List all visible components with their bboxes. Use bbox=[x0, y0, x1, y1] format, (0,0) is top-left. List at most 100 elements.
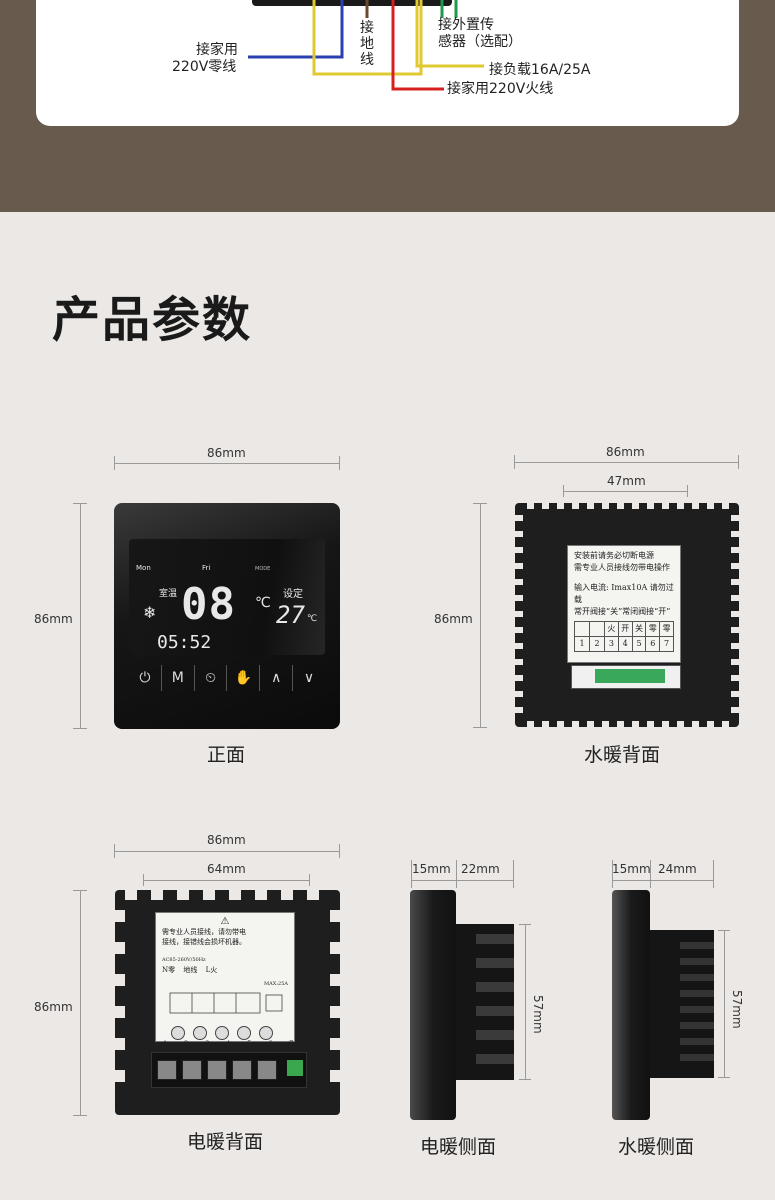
terminal-name: 零 bbox=[645, 621, 661, 637]
terminal-number: 4 bbox=[226, 1040, 231, 1048]
vent-slot bbox=[647, 503, 654, 509]
screw-icon bbox=[193, 1026, 207, 1040]
vent-slot bbox=[707, 503, 714, 509]
electric-side-caption: 电暖侧面 bbox=[420, 1136, 497, 1158]
electric-back-inner-tick-right bbox=[309, 874, 310, 886]
vent-slot bbox=[731, 627, 739, 633]
water-side-height-tick-top bbox=[718, 930, 730, 931]
electric-back-height-tick-top bbox=[73, 890, 87, 891]
vent-slot bbox=[542, 721, 549, 727]
vent-slot bbox=[476, 1030, 514, 1040]
clock-time: 05:52 bbox=[157, 632, 212, 653]
vent-slot bbox=[731, 515, 739, 521]
front-height-tick-top bbox=[73, 503, 87, 504]
vent-slot bbox=[330, 1006, 340, 1018]
terminal-table: 火 开 关 零 零 1 2 3 4 5 6 7 bbox=[574, 621, 674, 652]
circuit-diagram bbox=[169, 992, 283, 1014]
electric-back-width-tick-left bbox=[114, 844, 115, 858]
label-line-4: 常开阀接“关”常闭阀接“开” bbox=[574, 607, 671, 616]
vent-slot bbox=[515, 627, 523, 633]
power-button[interactable]: ⏻ bbox=[129, 665, 162, 691]
vent-slot bbox=[515, 659, 523, 665]
ground-label: 地线 bbox=[183, 966, 198, 974]
vent-slot bbox=[731, 563, 739, 569]
vent-slot bbox=[115, 1038, 125, 1050]
vent-slot bbox=[125, 890, 137, 900]
vent-slot bbox=[677, 721, 684, 727]
terminal-number: 6 bbox=[645, 636, 661, 652]
vent-slot bbox=[177, 890, 189, 900]
mode-button[interactable]: M bbox=[162, 665, 195, 691]
front-caption: 正面 bbox=[207, 744, 246, 766]
electric-green-terminal bbox=[287, 1060, 303, 1076]
vent-slot bbox=[515, 563, 523, 569]
front-height-line bbox=[80, 503, 81, 729]
vent-slot bbox=[731, 659, 739, 665]
vent-slot bbox=[731, 611, 739, 617]
terminal-number: 1 bbox=[574, 636, 590, 652]
vent-slot bbox=[557, 721, 564, 727]
water-side-caption: 水暖侧面 bbox=[618, 1136, 695, 1158]
terminal-screw bbox=[207, 1060, 227, 1080]
terminal-name: 关 bbox=[631, 621, 647, 637]
live-label: 接家用220V火线 bbox=[447, 81, 554, 97]
vent-slot bbox=[115, 974, 125, 986]
vent-slot bbox=[527, 721, 534, 727]
vent-slot bbox=[330, 1038, 340, 1050]
electric-side-front-dim: 15mm bbox=[412, 862, 451, 876]
water-back-inner-dim: 47mm bbox=[607, 474, 646, 488]
vent-slot bbox=[587, 503, 594, 509]
room-temp-unit: ℃ bbox=[255, 595, 271, 611]
warning-line-2: 接线，接错线会损坏机器。 bbox=[162, 938, 246, 946]
terminal-number: 7 bbox=[659, 636, 674, 652]
front-width-line bbox=[114, 463, 340, 464]
terminal-name: 零 bbox=[659, 621, 674, 637]
vent-slot bbox=[662, 503, 669, 509]
vent-slot bbox=[330, 910, 340, 922]
lcd-screen: Mon Fri MODE 室温 ❄ 08 ℃ 设定 27 ℃ 05:52 bbox=[129, 539, 325, 655]
set-temp-unit: ℃ bbox=[307, 614, 318, 624]
warning-line-1: 需专业人员接线，请勿带电 bbox=[162, 928, 246, 936]
vent-slot bbox=[680, 1054, 714, 1061]
electric-back-inner-tick-left bbox=[143, 874, 144, 886]
water-side-tick-3 bbox=[713, 860, 714, 888]
terminal-screw bbox=[257, 1060, 277, 1080]
terminal-name: 开 bbox=[617, 621, 633, 637]
vent-slot bbox=[151, 890, 163, 900]
day-mon: Mon bbox=[136, 564, 151, 572]
electric-side-height-line bbox=[525, 924, 526, 1080]
vent-slot bbox=[680, 974, 714, 981]
clock-button[interactable]: ⏲ bbox=[195, 665, 228, 691]
vent-slot bbox=[515, 707, 523, 713]
electric-side-tick-1 bbox=[411, 860, 412, 888]
wiring-lines bbox=[248, 0, 484, 91]
snow-icon: ❄ bbox=[143, 603, 157, 622]
water-side-height-dim: 57mm bbox=[730, 990, 744, 1029]
manual-button[interactable]: ✋ bbox=[227, 665, 261, 691]
label-line-1: 安装前请务必切断电源 bbox=[574, 551, 654, 560]
vent-slot bbox=[330, 974, 340, 986]
water-back-inner-tick-left bbox=[563, 485, 564, 497]
vent-slot bbox=[476, 1054, 514, 1064]
vent-slot bbox=[515, 643, 523, 649]
screw-icon bbox=[215, 1026, 229, 1040]
down-button[interactable]: ∨ bbox=[303, 670, 315, 686]
vent-slot bbox=[515, 691, 523, 697]
terminal-number: 3 bbox=[205, 1040, 210, 1048]
vent-slot bbox=[527, 503, 534, 509]
vent-slot bbox=[115, 942, 125, 954]
vent-slot bbox=[476, 982, 514, 992]
up-button[interactable]: ∧ bbox=[260, 665, 294, 691]
vent-slot bbox=[115, 1006, 125, 1018]
wiring-diagram-card bbox=[36, 0, 739, 126]
water-side-back-dim: 24mm bbox=[658, 862, 697, 876]
vent-slot bbox=[731, 579, 739, 585]
thermostat-front: Mon Fri MODE 室温 ❄ 08 ℃ 设定 27 ℃ 05:52 ⏻ M… bbox=[114, 503, 340, 729]
vent-slot bbox=[680, 958, 714, 965]
water-back-width-tick-right bbox=[738, 455, 739, 469]
terminal-screw bbox=[157, 1060, 177, 1080]
vent-slot bbox=[731, 547, 739, 553]
vent-slot bbox=[330, 942, 340, 954]
terminal-name: 火 bbox=[604, 621, 619, 637]
